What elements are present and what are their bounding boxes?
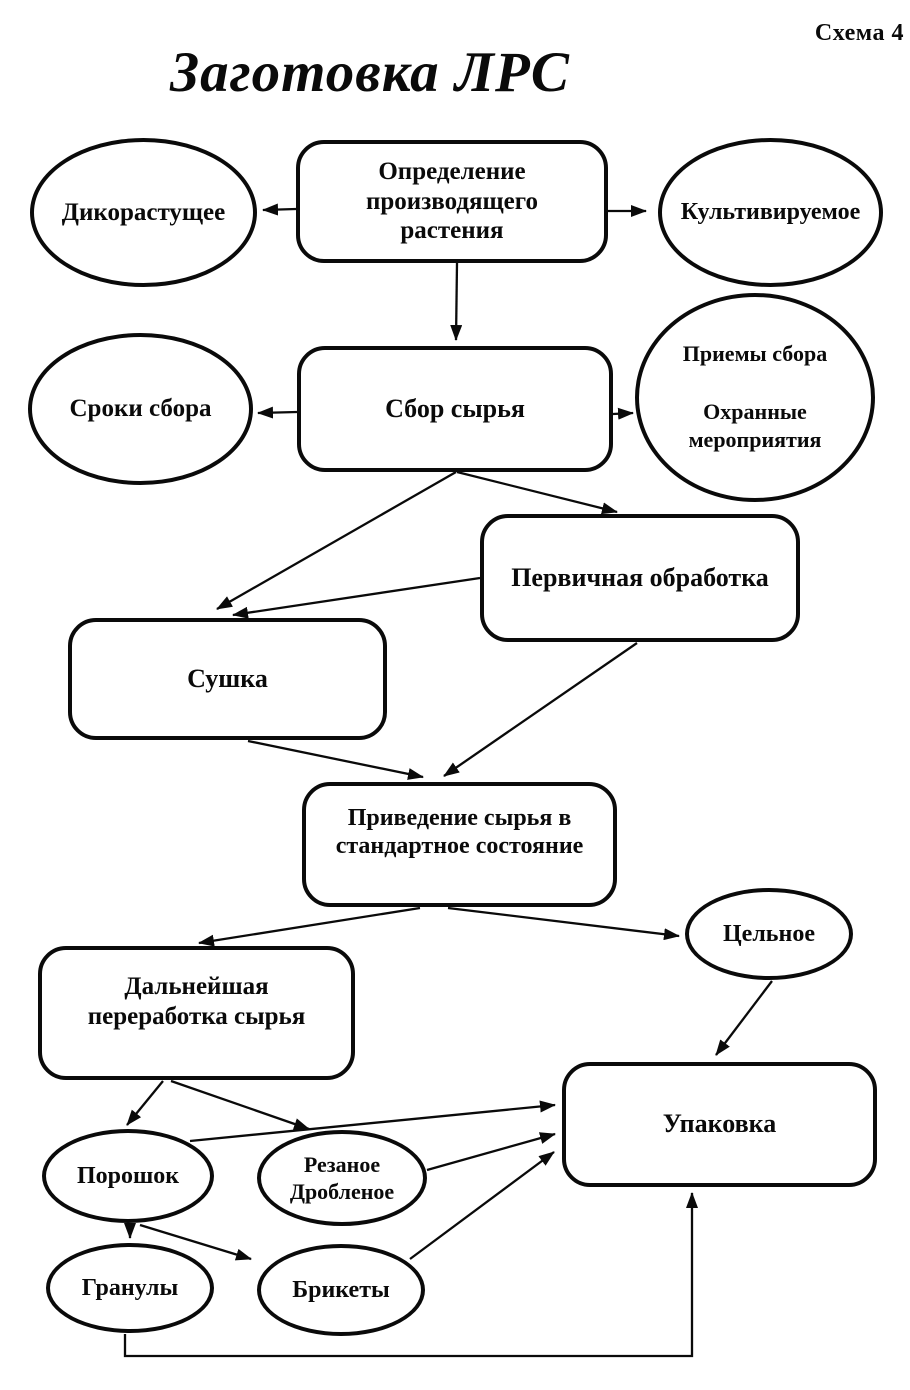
edge-pervichnaya-sushka — [232, 576, 481, 619]
node-granuly: Гранулы — [46, 1243, 214, 1333]
edge-sushka-privedenie — [247, 739, 424, 780]
edge-sbor-sushka — [216, 471, 457, 610]
edge-opredelenie-dikorastushchee — [262, 203, 297, 216]
edge-pervichnaya-privedenie — [443, 642, 638, 777]
edge-sbor-priemy — [612, 407, 634, 420]
edge-brikety-upakovka — [409, 1151, 555, 1260]
node-pervichnaya-obrabotka: Первичная обработка — [480, 514, 800, 642]
edge-opredelenie-sbor — [450, 262, 463, 341]
node-sbor-syrya: Сбор сырья — [297, 346, 613, 472]
node-tselnoe: Цельное — [685, 888, 853, 980]
node-sushka: Сушка — [68, 618, 387, 740]
edge-privedenie-tselnoe — [447, 906, 680, 941]
edge-sbor-pervichnaya — [456, 470, 618, 515]
edge-tselnoe-upakovka — [715, 980, 773, 1056]
edge-dalneyshaya-poroshok — [126, 1080, 164, 1126]
page-title: Заготовка ЛРС — [170, 41, 570, 104]
node-opredelenie-proizvodyashchego-rasteniya: Определение производящего растения — [296, 140, 608, 263]
edge-sbor-sroki — [257, 406, 298, 419]
node-priemy-sbora-ohrannye-meropriyatiya: Приемы сбора Охранные мероприятия — [635, 293, 875, 502]
node-sroki-sbora: Сроки сбора — [28, 333, 253, 485]
node-dalneyshaya-pererabotka-syrya: Дальнейшая переработка сырья — [38, 946, 355, 1080]
node-kultiviruemoe: Культивируемое — [658, 138, 883, 287]
node-upakovka: Упаковка — [562, 1062, 877, 1187]
node-dikorastushchee: Дикорастущее — [30, 138, 257, 287]
node-brikety: Брикеты — [257, 1244, 425, 1336]
edge-privedenie-dalneyshaya — [198, 906, 421, 947]
edge-rezanoe-upakovka — [426, 1132, 556, 1172]
node-poroshok: Порошок — [42, 1129, 214, 1223]
node-rezanoe-droblenoe: Резаное Дробленое — [257, 1130, 427, 1226]
scheme-number-label: Схема 4 — [814, 20, 904, 46]
node-privedenie-v-standartnoe-sostoyanie: Приведение сырья в стандартное состояние — [302, 782, 617, 907]
edge-dalneyshaya-rezanoe — [170, 1079, 310, 1131]
